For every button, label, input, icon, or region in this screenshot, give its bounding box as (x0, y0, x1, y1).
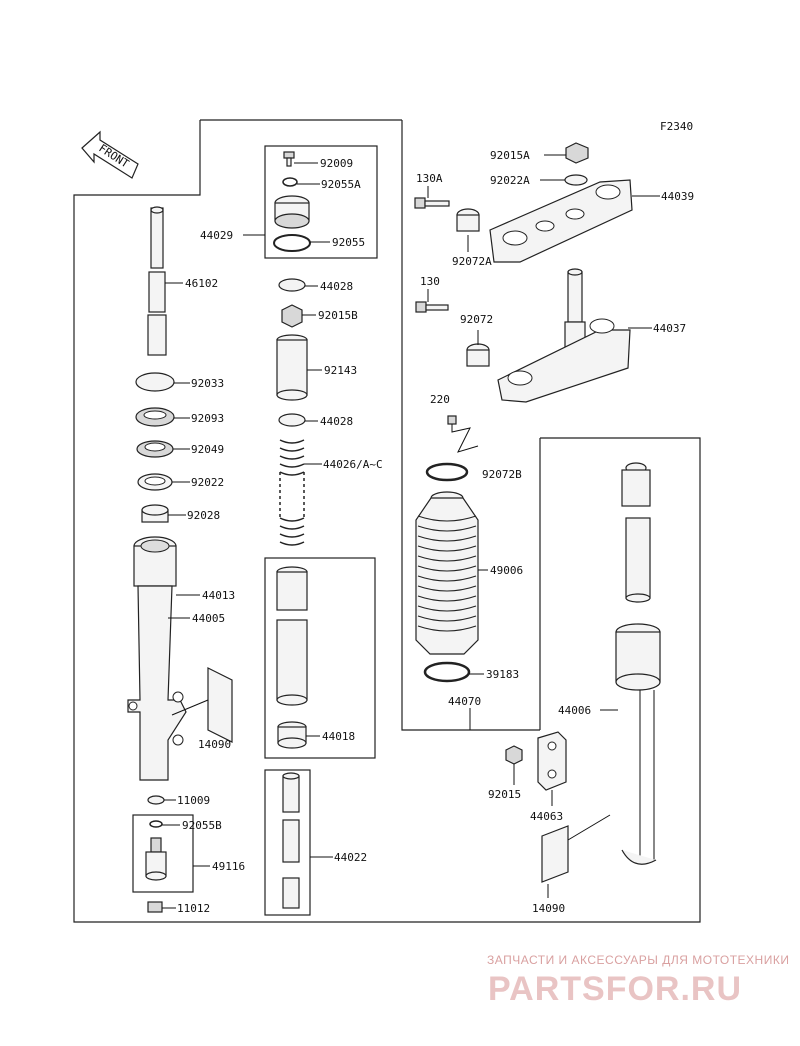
callout-11012: 11012 (177, 902, 210, 915)
callout-44018: 44018 (322, 730, 355, 743)
callout-44070: 44070 (448, 695, 481, 708)
callout-92022: 92022 (191, 476, 224, 489)
callout-44037: 44037 (653, 322, 686, 335)
clip-92033 (135, 372, 175, 392)
callout-44028-top: 44028 (320, 280, 353, 293)
callout-44063: 44063 (530, 810, 563, 823)
label-14090-left (207, 667, 233, 743)
inner-tube-44018 (276, 566, 308, 706)
seat-44028-top (278, 278, 306, 292)
upper-bracket-44039 (489, 179, 633, 263)
bush-44018 (277, 721, 307, 749)
collar-92143 (276, 334, 308, 401)
callout-92055A: 92055A (321, 178, 361, 191)
band-39183 (423, 661, 471, 683)
cylinder-44022 (282, 772, 300, 909)
spring-44026 (279, 439, 305, 546)
screw-92009 (283, 151, 295, 167)
band-92072B (425, 462, 469, 482)
callout-39183: 39183 (486, 668, 519, 681)
watermark-line1: ЗАПЧАСТИ И АКСЕССУАРЫ ДЛЯ МОТОТЕХНИКИ (487, 953, 789, 967)
label-14090-right (541, 825, 569, 883)
box-49116 (132, 814, 194, 893)
callout-92015: 92015 (488, 788, 521, 801)
cap-bolt-44029 (274, 195, 310, 229)
nut-92015 (505, 745, 523, 765)
figure-code: F2340 (660, 120, 693, 133)
callout-92093: 92093 (191, 412, 224, 425)
callout-44005: 44005 (192, 612, 225, 625)
outer-tube-44005 (127, 536, 187, 781)
front-arrow-icon: FRONT (81, 130, 139, 179)
callout-14090-left: 14090 (198, 738, 231, 751)
callout-92033: 92033 (191, 377, 224, 390)
callout-92009: 92009 (320, 157, 353, 170)
clamp-92072A (456, 208, 480, 232)
callout-92049: 92049 (191, 443, 224, 456)
callout-11009: 11009 (177, 794, 210, 807)
main-frame (73, 120, 701, 923)
rod-46102 (147, 206, 167, 356)
oring-92055B (149, 820, 163, 828)
callout-130: 130 (420, 275, 440, 288)
clamp-92072 (466, 343, 490, 367)
callout-46102: 46102 (185, 277, 218, 290)
callout-92015A: 92015A (490, 149, 530, 162)
callout-92143: 92143 (324, 364, 357, 377)
box-44018 (264, 557, 376, 759)
screw-220 (447, 415, 479, 453)
callout-44006: 44006 (558, 704, 591, 717)
fork-tube-44006 (615, 462, 661, 865)
callout-44039: 44039 (661, 190, 694, 203)
callout-92055B: 92055B (182, 819, 222, 832)
callout-92072: 92072 (460, 313, 493, 326)
lower-bracket-44037 (497, 268, 631, 403)
callout-14090-right: 14090 (532, 902, 565, 915)
callout-92015B: 92015B (318, 309, 358, 322)
callout-92022A: 92022A (490, 174, 530, 187)
bolt-130A (414, 197, 450, 209)
valve-49116 (145, 837, 167, 881)
callout-44029: 44029 (200, 229, 233, 242)
frame-inner (401, 120, 540, 731)
box-44029 (264, 145, 378, 259)
watermark-logo: PARTSFOR.RU (488, 970, 742, 1008)
seat-44028-bottom (278, 413, 306, 427)
callout-44022: 44022 (334, 851, 367, 864)
nut-92015B (281, 304, 303, 328)
holder-44063 (537, 731, 567, 791)
oring-92055 (273, 234, 311, 252)
washer-92022A (564, 174, 588, 186)
callout-130A: 130A (416, 172, 443, 185)
callout-92072B: 92072B (482, 468, 522, 481)
box-44022 (264, 769, 311, 916)
bolt-11012 (147, 901, 163, 913)
callout-44013: 44013 (202, 589, 235, 602)
bolt-130 (415, 301, 449, 313)
callout-49116: 49116 (212, 860, 245, 873)
washer-11009 (147, 795, 165, 805)
nut-92015A (565, 142, 589, 164)
callout-220: 220 (430, 393, 450, 406)
callout-49006: 49006 (490, 564, 523, 577)
oring-92055A (282, 177, 298, 187)
callout-92055: 92055 (332, 236, 365, 249)
callout-44026: 44026/A~C (323, 458, 383, 471)
boot-49006 (415, 491, 479, 655)
callout-44028-bottom: 44028 (320, 415, 353, 428)
callout-92072A: 92072A (452, 255, 492, 268)
callout-92028: 92028 (187, 509, 220, 522)
